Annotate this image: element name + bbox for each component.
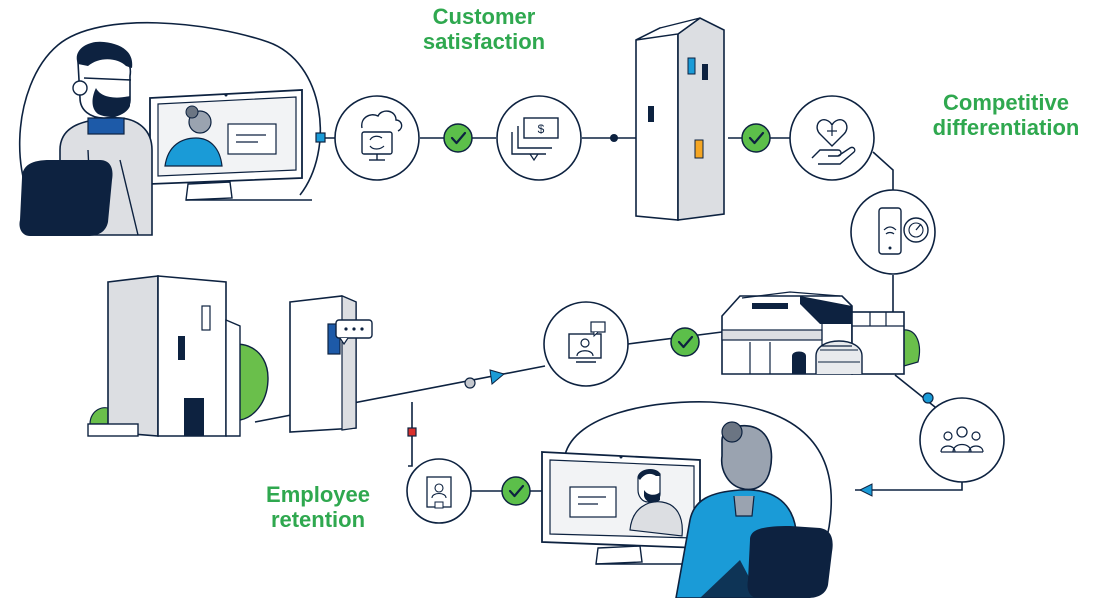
competitive-differentiation-label: Competitive differentiation	[918, 90, 1094, 140]
heart-hand-icon	[789, 95, 875, 181]
competitive-differentiation-line-2: differentiation	[932, 115, 1080, 140]
checkmark-icon	[740, 122, 772, 154]
junction-dot	[610, 134, 618, 142]
junction-marker	[407, 427, 417, 437]
employee-retention-label: Employee retention	[244, 482, 392, 532]
phone-speed-icon	[850, 189, 936, 275]
customer-satisfaction-label: Customer satisfaction	[384, 4, 584, 54]
tall-tower-building	[635, 17, 725, 221]
junction-dot	[464, 377, 476, 389]
cloud-sync-icon	[334, 95, 420, 181]
woman-at-monitor-illustration	[541, 401, 833, 598]
flow-arrow	[858, 483, 873, 497]
employee-retention-line-1: Employee	[266, 482, 370, 507]
competitive-differentiation-line-1: Competitive	[943, 90, 1069, 115]
group-icon	[919, 397, 1005, 483]
customer-satisfaction-line-1: Customer	[432, 4, 536, 29]
checkmark-icon	[442, 122, 474, 154]
office-building	[721, 291, 921, 375]
video-call-icon	[543, 301, 629, 387]
customer-satisfaction-line-2: satisfaction	[422, 29, 546, 54]
left-buildings	[87, 275, 373, 437]
payment-icon: $	[496, 95, 582, 181]
svg-text:$: $	[538, 122, 545, 136]
checkmark-icon	[669, 326, 701, 358]
flow-arrow	[489, 369, 506, 385]
junction-dot	[922, 392, 934, 404]
employee-retention-line-2: retention	[270, 507, 366, 532]
man-at-monitor-illustration	[18, 21, 326, 236]
id-badge-icon	[406, 458, 472, 524]
checkmark-icon	[500, 475, 532, 507]
